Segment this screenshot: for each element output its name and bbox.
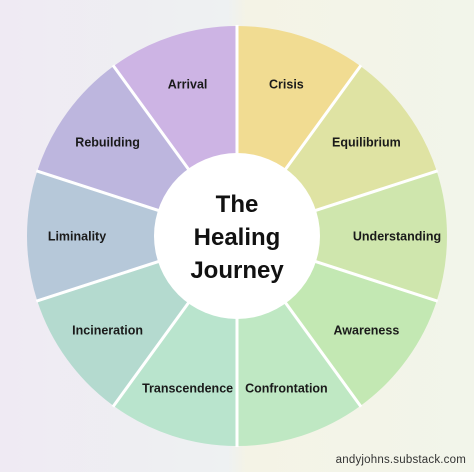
label-equilibrium: Equilibrium — [332, 136, 401, 150]
label-liminality: Liminality — [48, 230, 106, 244]
label-incineration: Incineration — [72, 324, 143, 338]
center-title-line-1: The — [216, 191, 259, 218]
segment-understanding — [237, 171, 447, 301]
center-circle — [154, 153, 320, 319]
label-confrontation: Confrontation — [245, 382, 328, 396]
label-rebuilding: Rebuilding — [75, 136, 140, 150]
center-title-line-3: Journey — [190, 257, 284, 284]
label-crisis: Crisis — [269, 77, 304, 91]
wheel-labels: CrisisEquilibriumUnderstandingAwarenessC… — [48, 77, 441, 395]
label-arrival: Arrival — [168, 77, 208, 91]
label-transcendence: Transcendence — [142, 382, 233, 396]
center-title-line-2: Healing — [194, 224, 281, 251]
label-awareness: Awareness — [334, 324, 400, 338]
source-credit: andyjohns.substack.com — [335, 454, 466, 466]
segment-liminality — [26, 171, 237, 301]
label-understanding: Understanding — [353, 230, 441, 244]
